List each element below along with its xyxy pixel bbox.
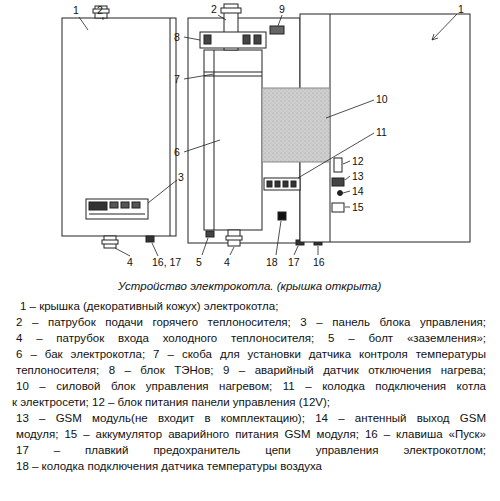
inner-view-part (221, 8, 241, 13)
callout-number: 10 (376, 93, 388, 105)
leader-lines-part (276, 221, 281, 255)
front-view-part (110, 202, 118, 208)
callout-number: 16, 17 (152, 256, 181, 268)
callout-number: 16 (313, 256, 325, 268)
front-view-part (121, 202, 129, 208)
leader-lines-part (318, 246, 319, 255)
legend-note: 4 – патрубок входа холодного теплоносите… (16, 331, 486, 345)
inner-view-part (204, 35, 211, 44)
inner-view-part (278, 212, 286, 220)
front-view-part (132, 202, 140, 208)
callout-number: 3 (178, 171, 184, 183)
figure-caption: Устройство электрокотла. (крышка открыта… (118, 280, 381, 292)
open-cover (262, 14, 470, 242)
open-cover-part (332, 203, 344, 212)
callout-number: 1 (458, 3, 464, 15)
callout-number: 15 (352, 201, 364, 213)
inner-view-part (204, 50, 262, 230)
open-cover-part (291, 181, 296, 187)
front-view-part (102, 240, 118, 244)
leader-lines-part (294, 246, 298, 255)
callout-number: 13 (352, 170, 364, 182)
leader-lines-part (202, 238, 208, 255)
leader-lines-part (103, 17, 104, 20)
inner-view-part (226, 236, 242, 240)
inner-view-part (243, 35, 250, 44)
legend-note: 13 – GSM модуль(не входит в комплектацию… (16, 411, 486, 425)
open-cover-part (283, 181, 288, 187)
leader-lines-part (184, 37, 200, 40)
leader-lines-part (343, 161, 350, 164)
callout-number: 6 (174, 146, 180, 158)
callout-number: 4 (127, 256, 133, 268)
leader-lines-part (230, 247, 234, 255)
inner-view-part (270, 26, 284, 34)
inner-view-part (200, 32, 266, 48)
front-view-part (89, 202, 107, 210)
front-view (62, 6, 176, 248)
callout-number: 5 (196, 256, 202, 268)
front-view-part (170, 18, 171, 236)
callout-number: 9 (279, 3, 285, 15)
leader-lines-part (184, 140, 220, 152)
leader-lines-part (345, 176, 350, 180)
legend-note: теплоносителя; 8 – блок ТЭНов; 9 – авари… (16, 363, 486, 377)
callout-number: 11 (376, 126, 387, 138)
open-cover-part (334, 158, 342, 172)
open-cover-part (264, 178, 300, 190)
leader-lines-part (345, 207, 350, 208)
callout-number: 8 (174, 31, 180, 43)
callout-number: 4 (224, 256, 230, 268)
open-cover-part (332, 178, 344, 186)
callout-number: 7 (174, 73, 180, 85)
front-view-part (146, 236, 154, 242)
leader-lines-part (115, 248, 130, 256)
leader-lines (79, 14, 457, 256)
leader-lines-part (218, 15, 226, 20)
legend-note: 6 – бак электрокотла; 7 – скоба для уста… (16, 347, 486, 361)
front-view-part (86, 199, 148, 219)
inner-view-part (214, 50, 215, 230)
leader-lines-part (184, 74, 214, 79)
leader-lines-part (432, 14, 457, 40)
open-cover-part (275, 181, 280, 187)
leader-lines-part (152, 243, 158, 256)
legend-note: 10 – силовой блок управления нагревом; 1… (16, 379, 486, 393)
leader-lines-part (343, 191, 350, 193)
front-view-part (89, 214, 145, 215)
legend-note: 2 – патрубок подачи горячего теплоносите… (16, 315, 486, 329)
open-cover-part (338, 191, 343, 196)
inner-view-part (206, 231, 214, 237)
legend-note: 18 – колодка подключения датчика темпера… (16, 459, 322, 473)
callout-number: 14 (352, 185, 364, 197)
open-cover-part (262, 88, 330, 162)
inner-view-part (254, 35, 261, 44)
front-view-part (62, 18, 176, 236)
leader-lines-part (326, 100, 374, 118)
callout-number: 2 (97, 4, 103, 16)
open-cover-part (267, 181, 272, 187)
leader-lines-part (79, 17, 88, 30)
leader-lines-part (278, 15, 282, 26)
legend-note: 1 – крышка (декоративный кожух) электрок… (20, 299, 278, 313)
legend-note: к электросети; 12 – блок питания панели … (12, 395, 330, 409)
callout-number: 2 (211, 3, 217, 15)
callout-number: 17 (288, 256, 300, 268)
legend-note: модуля; 15 – аккумулятор аварийного пита… (16, 427, 486, 441)
leader-lines-part (148, 180, 177, 203)
legend-note: 17 – плавкий предохранитель цепи управле… (16, 443, 486, 457)
callout-number: 1 (73, 4, 79, 16)
callout-number: 12 (352, 155, 364, 167)
callout-number: 18 (266, 256, 278, 268)
